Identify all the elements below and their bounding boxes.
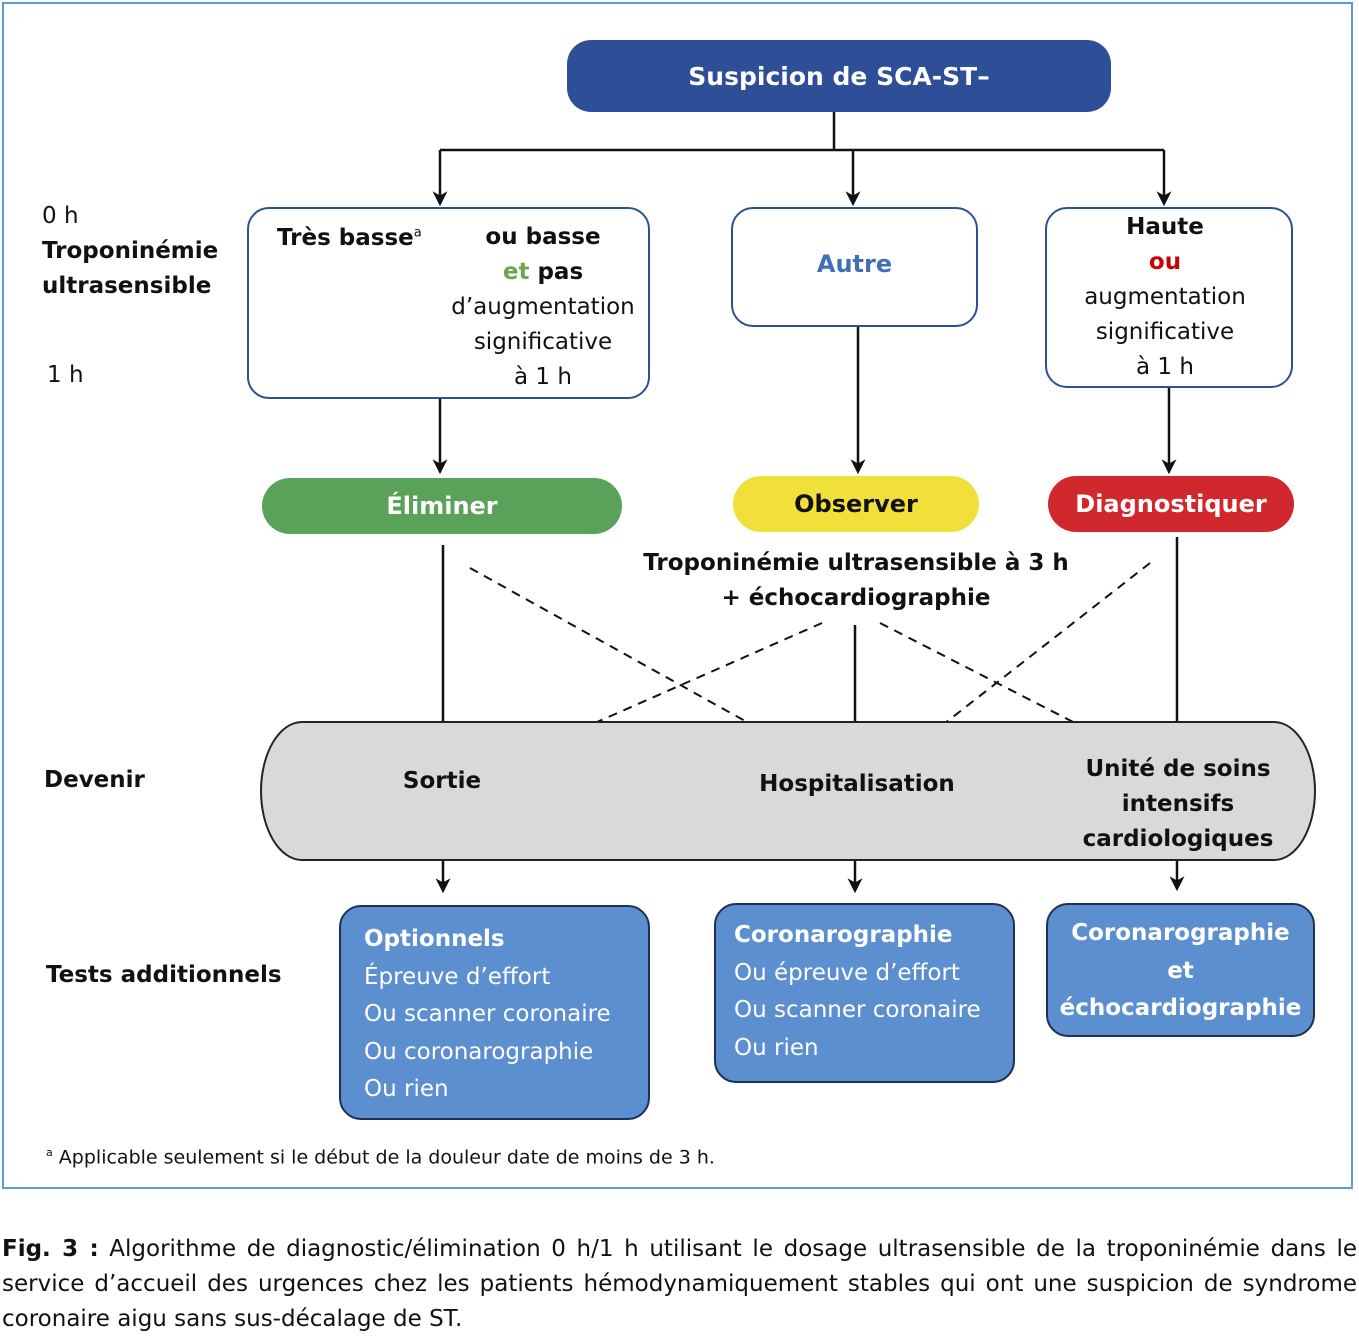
tests-left-item: Épreuve d’effort bbox=[364, 963, 551, 990]
tests-box-coro-echo: Coronarographie et échocardiographie bbox=[1046, 903, 1315, 1037]
eliminer-pill: Éliminer bbox=[262, 478, 622, 534]
observer-note-line2: + échocardiographie bbox=[721, 585, 991, 611]
et-pas-line: et pas bbox=[502, 259, 584, 285]
footnote-text: Applicable seulement si le début de la d… bbox=[58, 1146, 715, 1169]
label-devenir: Devenir bbox=[44, 767, 145, 793]
label-1h: 1 h bbox=[47, 362, 84, 388]
observer-pill: Observer bbox=[733, 476, 979, 532]
usic-line3: cardiologiques bbox=[1082, 826, 1274, 852]
tests-right-line1: Coronarographie bbox=[1071, 920, 1290, 946]
devenir-band bbox=[260, 721, 1316, 861]
significative-line-right: significative bbox=[1095, 319, 1235, 345]
augmentation-line-right: augmentation bbox=[1084, 284, 1246, 310]
tests-right-line2: et bbox=[1167, 957, 1194, 984]
haute-line: Haute bbox=[1126, 214, 1204, 240]
outcome-usic: Unité de soins intensifs cardiologiques bbox=[1058, 752, 1298, 857]
usic-line2: intensifs bbox=[1121, 791, 1235, 817]
caption-label: Fig. 3 : bbox=[2, 1236, 99, 1262]
tests-left-title: Optionnels bbox=[364, 926, 505, 952]
tests-left-item: Ou rien bbox=[364, 1076, 449, 1102]
caption-text: Algorithme de diagnostic/élimination 0 h… bbox=[2, 1236, 1358, 1332]
haute-text-block: Haute ou augmentation significative à 1 … bbox=[1045, 210, 1285, 385]
label-ultrasensible: ultrasensible bbox=[42, 273, 212, 299]
ou-line: ou bbox=[1148, 249, 1182, 275]
eliminer-label: Éliminer bbox=[386, 492, 498, 520]
outcome-hospitalisation: Hospitalisation bbox=[759, 771, 955, 797]
footnote-mark: a bbox=[46, 1146, 53, 1159]
autre-label: Autre bbox=[816, 250, 893, 278]
tests-mid-item: Ou rien bbox=[734, 1034, 819, 1061]
a-1h-line-right: à 1 h bbox=[1136, 354, 1194, 380]
tests-right-line3: échocardiographie bbox=[1059, 995, 1302, 1021]
tests-left-item: Ou scanner coronaire bbox=[364, 1001, 611, 1027]
dashed-diag-to-hospit bbox=[915, 562, 1151, 747]
augmentation-line: d’augmentation bbox=[451, 294, 635, 320]
ou-basse-line: ou basse bbox=[485, 224, 601, 250]
basse-text-block: ou basse et pas d’augmentation significa… bbox=[442, 220, 644, 395]
box-haute bbox=[1045, 207, 1293, 388]
tests-mid-item: Ou épreuve d’effort bbox=[734, 959, 960, 986]
diagnostiquer-pill: Diagnostiquer bbox=[1048, 476, 1294, 532]
suspicion-label: Suspicion de SCA-ST– bbox=[688, 61, 990, 91]
tests-box-coronarographie: Coronarographie Ou épreuve d’effort Ou s… bbox=[714, 903, 1015, 1083]
box-autre bbox=[731, 207, 978, 327]
dashed-eliminer-to-hospit bbox=[469, 567, 792, 747]
figure-frame bbox=[2, 2, 1353, 1189]
observer-note: Troponinémie ultrasensible à 3 h + échoc… bbox=[626, 546, 1086, 616]
figure-caption: Fig. 3 : Algorithme de diagnostic/élimin… bbox=[2, 1232, 1357, 1337]
diagnostiquer-label: Diagnostiquer bbox=[1075, 490, 1267, 518]
tres-basse-label: Très bassea bbox=[277, 225, 422, 251]
box-tres-basse bbox=[247, 207, 650, 399]
tests-mid-title: Coronarographie bbox=[734, 922, 953, 948]
suspicion-header: Suspicion de SCA-ST– bbox=[567, 40, 1111, 112]
footnote: a Applicable seulement si le début de la… bbox=[46, 1146, 715, 1168]
tests-left-item: Ou coronarographie bbox=[364, 1038, 594, 1065]
significative-line: significative bbox=[473, 329, 613, 355]
label-troponinemie: Troponinémie bbox=[42, 238, 219, 264]
label-0h: 0 h bbox=[42, 203, 79, 229]
tests-mid-item: Ou scanner coronaire bbox=[734, 997, 981, 1023]
usic-line1: Unité de soins bbox=[1085, 756, 1271, 782]
observer-note-line1: Troponinémie ultrasensible à 3 h bbox=[643, 550, 1069, 576]
outcome-sortie: Sortie bbox=[402, 768, 482, 794]
label-tests-additionnels: Tests additionnels bbox=[46, 962, 282, 988]
observer-label: Observer bbox=[794, 490, 918, 518]
tests-box-optionnels: Optionnels Épreuve d’effort Ou scanner c… bbox=[339, 905, 650, 1120]
a-1h-line: à 1 h bbox=[514, 364, 572, 390]
